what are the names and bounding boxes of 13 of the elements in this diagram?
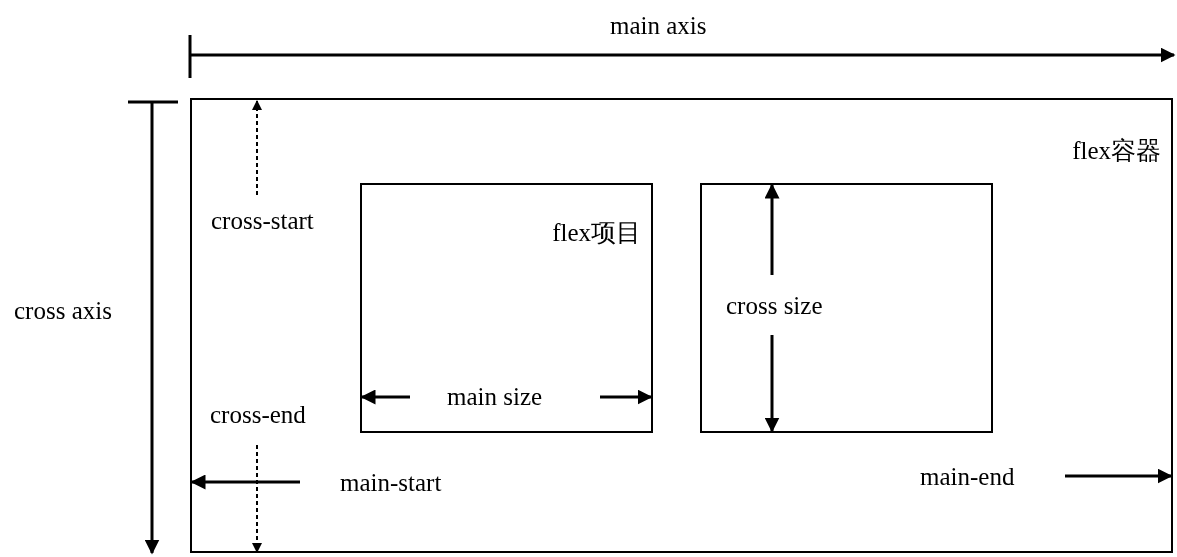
- axis-label: cross axis: [14, 298, 112, 323]
- dimension-label: main size: [447, 384, 543, 409]
- direction-label: cross-end: [210, 402, 306, 427]
- box-title: flex项目: [552, 220, 641, 245]
- item-box: [700, 183, 993, 433]
- container-box: [190, 98, 1173, 553]
- axis-label: main axis: [610, 13, 707, 38]
- direction-label: main-start: [340, 470, 442, 495]
- item-box: [360, 183, 653, 433]
- box-title: flex容器: [1072, 138, 1161, 163]
- direction-label: main-end: [920, 464, 1015, 489]
- direction-label: cross-start: [211, 208, 314, 233]
- dimension-label: cross size: [726, 293, 823, 318]
